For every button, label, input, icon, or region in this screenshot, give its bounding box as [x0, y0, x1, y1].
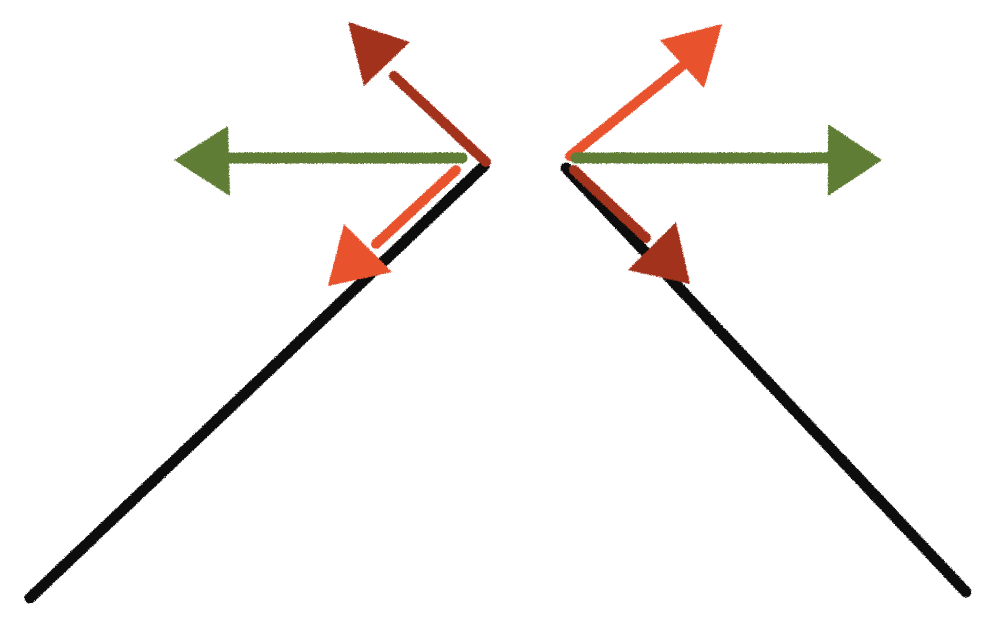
right-black-line [560, 162, 972, 598]
left-horizontal-arrow [174, 126, 468, 196]
right-downward-arrow-shaft [569, 165, 651, 243]
left-downward-arrow [328, 165, 461, 286]
right-downward-arrow [569, 165, 690, 284]
right-upward-arrow-head [660, 24, 722, 88]
left-black-line [24, 160, 490, 604]
left-upward-arrow [348, 22, 491, 167]
right-horizontal-arrow [570, 124, 882, 196]
right-upward-arrow-shaft [565, 61, 687, 161]
left-downward-arrow-shaft [371, 165, 461, 249]
left-horizontal-arrow-head [174, 126, 230, 196]
right-horizontal-arrow-head [828, 124, 882, 196]
left-upward-arrow-head [348, 22, 410, 86]
left-downward-arrow-head [328, 224, 392, 286]
right-downward-arrow-head [628, 222, 690, 284]
left-upward-arrow-shaft [389, 71, 491, 167]
right-upward-arrow [565, 24, 722, 161]
